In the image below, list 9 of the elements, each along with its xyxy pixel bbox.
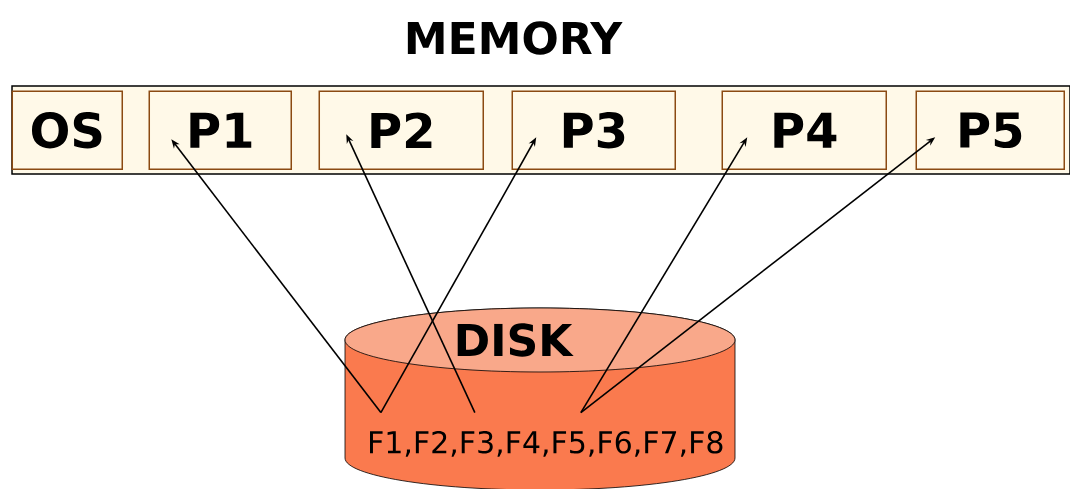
- process-box: OS: [11, 90, 123, 170]
- file-list: F1,F2,F3,F4,F5,F6,F7,F8: [370, 430, 723, 457]
- title: MEMORY: [407, 21, 623, 55]
- process-box: P1: [148, 90, 292, 170]
- process-box: P4: [721, 90, 887, 170]
- disk-label: DISK: [457, 323, 574, 357]
- process-box: P3: [511, 90, 676, 170]
- process-box: P2: [318, 90, 484, 170]
- process-box: P5: [915, 90, 1065, 170]
